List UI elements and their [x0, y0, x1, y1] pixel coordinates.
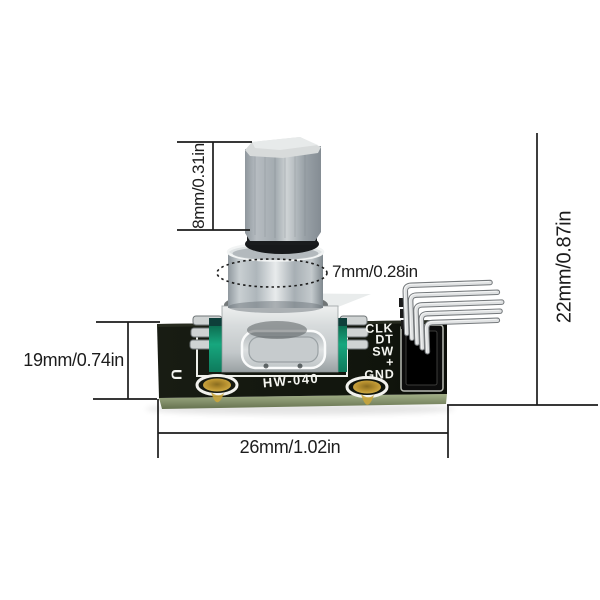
pin-label-column: CLK DT SW + GND: [329, 321, 395, 382]
dim-7mm-ellipse: [216, 258, 328, 288]
board-logo: U: [167, 369, 185, 380]
pin-label-gnd: GND: [364, 366, 395, 382]
rotary-encoder: [189, 137, 371, 373]
dim-19mm-lines: [93, 321, 160, 400]
pcb-bottom-edge: [159, 394, 447, 409]
bent-pins: [402, 279, 505, 355]
shaft-knurling: [254, 146, 306, 238]
pin-label-sw: SW: [372, 343, 395, 359]
dim-label-board-width: 26mm/1.02in: [239, 437, 341, 457]
dim-26mm-lines: [157, 399, 449, 458]
solder-drip-left: [211, 392, 224, 403]
shaft: [245, 137, 321, 241]
dim-8mm-lines: [177, 141, 252, 231]
dimension-lines: [93, 133, 598, 458]
dim-22mm-lines: [447, 133, 598, 406]
encoder-stamp: [240, 321, 327, 370]
dim-label-shaft-diameter: 7mm/0.28in: [332, 262, 418, 281]
solder-drip-right: [361, 394, 374, 405]
pin-header: [399, 279, 505, 392]
dim-label-board-depth: 19mm/0.74in: [23, 350, 124, 370]
dim-label-shaft-height: 8mm/0.31in: [189, 143, 208, 229]
dim-label-module-height: 22mm/0.87in: [553, 210, 576, 324]
shaft-bushing: [226, 242, 325, 313]
mounting-hole-right: [345, 376, 389, 405]
mounting-hole-left: [195, 374, 239, 403]
